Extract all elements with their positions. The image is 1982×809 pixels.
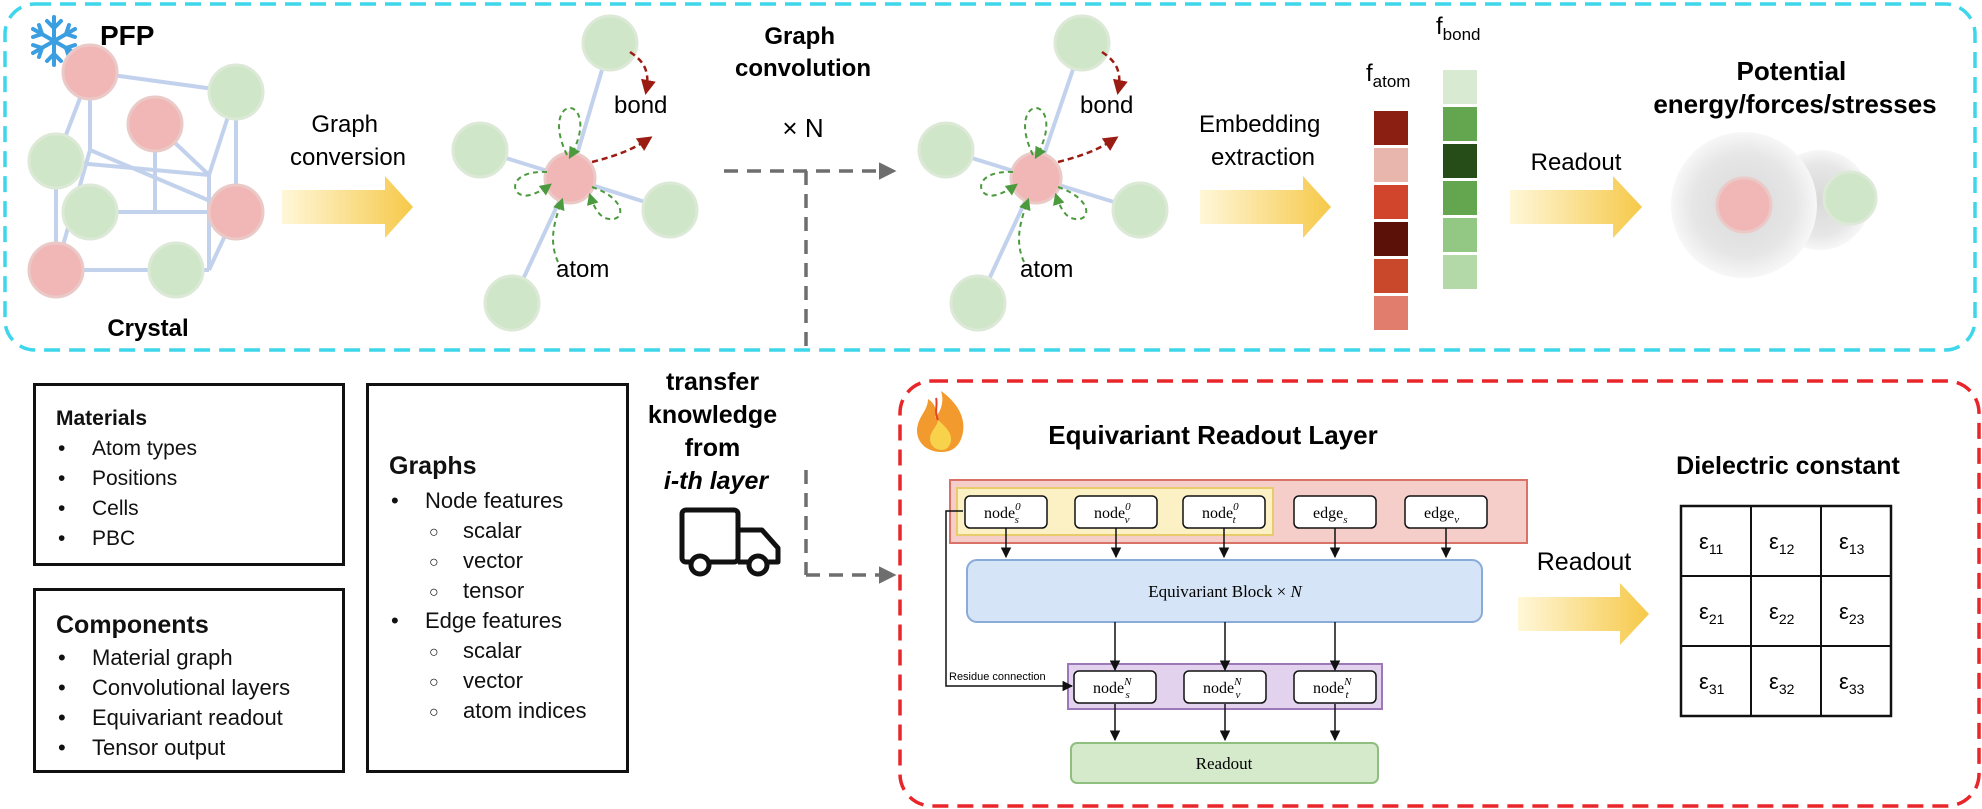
materials-item: Positions (56, 464, 342, 494)
f-atom-cell (1374, 111, 1408, 145)
f-bond-cell (1443, 70, 1477, 104)
matrix-entry: ε31 (1699, 669, 1725, 697)
f-bond-cell (1443, 255, 1477, 289)
pfp-panel (3, 2, 1977, 352)
readout-label-bottom: Readout (1537, 548, 1632, 576)
f-bond-embedding (1443, 70, 1477, 289)
bond-label-1: bond (614, 92, 667, 119)
embedding-arrow (1200, 176, 1331, 238)
node-feature-subitem: vector (425, 546, 626, 578)
matrix-cell (1820, 645, 1892, 717)
materials-item: Atom types (56, 434, 342, 464)
matrix-entry: ε23 (1839, 599, 1865, 627)
readout-block (1070, 742, 1379, 784)
node-feature-subitem: scalar (425, 516, 626, 548)
f-bond-cell (1443, 107, 1477, 141)
components-box: Components Material graph Convolutional … (33, 588, 345, 773)
atom-label-2: atom (1020, 256, 1073, 283)
materials-title: Materials (56, 407, 148, 430)
f-atom-cell (1374, 296, 1408, 330)
edge-feature-subitem: vector (425, 666, 626, 698)
f-atom-embedding (1374, 111, 1408, 330)
readout-block-label: Readout (1196, 754, 1253, 773)
f-atom-cell (1374, 259, 1408, 293)
matrix-entry: ε33 (1839, 669, 1865, 697)
graphs-box: Graphs Node features scalar vector tenso… (366, 383, 629, 773)
components-title: Components (56, 611, 209, 639)
bond-label-2: bond (1080, 92, 1133, 119)
snowflake-icon (31, 15, 77, 67)
f-atom-cell (1374, 148, 1408, 182)
components-item: Material graph (56, 643, 342, 673)
graph-convolution-label: Graph convolution (735, 23, 871, 82)
matrix-entry: ε12 (1769, 529, 1795, 557)
transfer-dashed-connector (724, 162, 897, 584)
materials-list: Atom types Positions Cells PBC (56, 434, 342, 554)
residue-connection-line (945, 510, 1074, 692)
crystal-label: Crystal (107, 315, 188, 342)
materials-box: Materials Atom types Positions Cells PBC (33, 383, 345, 566)
edge-feature-subitem: scalar (425, 636, 626, 668)
equivariant-block-label: Equivariant Block × N (1148, 582, 1303, 601)
graph-conversion-label: Graph conversion (290, 111, 406, 171)
components-item: Tensor output (56, 733, 342, 763)
potential-atoms (1671, 132, 1878, 278)
edge-feature-subitem: atom indices (425, 696, 626, 728)
atom-label-1: atom (556, 256, 609, 283)
matrix-entry: ε21 (1699, 599, 1725, 627)
node-feature-subitem: tensor (425, 576, 626, 608)
graphs-list: Node features scalar vector tensor Edge … (389, 486, 626, 728)
pfp-title: PFP (100, 20, 154, 51)
transfer-label: transfer knowledge from i-th layer (648, 368, 784, 495)
truck-icon (679, 507, 781, 577)
components-item: Convolutional layers (56, 673, 342, 703)
edge-features-item: Edge features scalar vector atom indices (389, 606, 626, 728)
readout-label-top: Readout (1531, 149, 1622, 176)
atom-graph-2 (917, 14, 1169, 332)
readout-arrow-bottom (1518, 583, 1649, 645)
matrix-entry: ε13 (1839, 529, 1865, 557)
dielectric-title: Dielectric constant (1676, 452, 1900, 480)
graph-conversion-arrow (282, 176, 413, 238)
layer-flow-arrows (1000, 528, 1452, 742)
f-atom-label: fatom (1366, 60, 1410, 91)
readout-arrow-top (1510, 176, 1642, 238)
embedding-extraction-label: Embedding extraction (1199, 111, 1327, 171)
crystal-atoms (27, 43, 265, 299)
matrix-entry: ε11 (1699, 529, 1724, 557)
matrix-entry: ε32 (1769, 669, 1795, 697)
f-bond-cell (1443, 181, 1477, 215)
potential-output-label: Potential energy/forces/stresses (1653, 56, 1936, 119)
f-bond-cell (1443, 218, 1477, 252)
f-atom-cell (1374, 185, 1408, 219)
f-bond-label: fbond (1436, 13, 1481, 44)
input-feature-label: edges (1313, 505, 1347, 526)
node-features-item: Node features scalar vector tensor (389, 486, 626, 608)
equivariant-readout-title: Equivariant Readout Layer (1048, 420, 1377, 450)
materials-item: PBC (56, 524, 342, 554)
graphs-title: Graphs (389, 452, 477, 480)
atom-graph-1 (451, 14, 699, 332)
f-bond-cell (1443, 144, 1477, 178)
f-atom-cell (1374, 222, 1408, 256)
input-feature-label: edgev (1424, 505, 1459, 526)
fire-icon (917, 391, 964, 452)
components-item: Equivariant readout (56, 703, 342, 733)
materials-item: Cells (56, 494, 342, 524)
dielectric-matrix: ε11 ε12 ε13 ε21 ε22 ε23 ε31 ε32 ε33 (1679, 504, 1893, 718)
matrix-entry: ε22 (1769, 599, 1795, 627)
residue-connection-label: Residue connection (949, 671, 1046, 683)
components-list: Material graph Convolutional layers Equi… (56, 643, 342, 763)
times-n-label: × N (782, 113, 823, 143)
readout-panel (898, 379, 1981, 808)
